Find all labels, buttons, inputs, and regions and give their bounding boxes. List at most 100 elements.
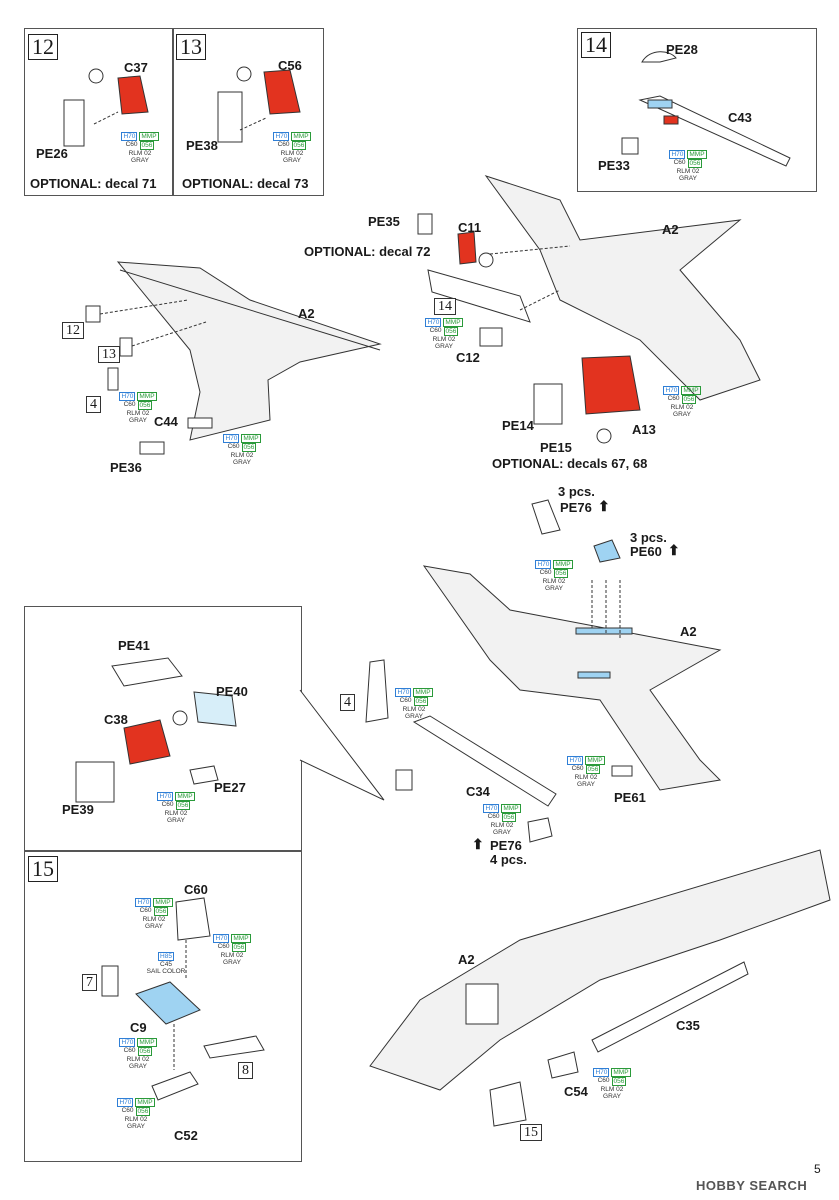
part-c43-rail [638,95,791,167]
step-12-optional: OPTIONAL: decal 71 [30,176,157,191]
part-a2-left [116,261,382,441]
ref-step-12: 12 [62,322,84,339]
ref-step-4: 4 [340,694,355,711]
label-pe76-bottom-count: 4 pcs. [490,852,527,867]
part-c38-red [123,719,171,765]
part-pe38-panel [217,91,243,143]
label-pe26: PE26 [36,146,68,161]
paint-callout-sail: H85 C45 SAIL COLOR [146,952,186,975]
label-c54: C54 [564,1084,588,1099]
label-pe33: PE33 [598,158,630,173]
label-a2-bottom: A2 [458,952,475,967]
part-pe41 [111,657,183,687]
step-14-frame [577,28,817,192]
step-13-frame [172,28,324,196]
ref-step-8: 8 [238,1062,253,1079]
label-c12: C12 [456,350,480,365]
part-a2-middle [422,565,722,791]
label-pe14: PE14 [502,418,534,433]
label-pe15: PE15 [540,440,572,455]
part-pe28 [641,51,677,63]
step-12-number: 12 [28,34,58,60]
part-pe40 [193,691,237,727]
part-c56-red [263,69,301,115]
step-13-number: 13 [176,34,206,60]
label-c44: C44 [154,414,178,429]
arrow-up-icon: ⬆ [668,542,680,558]
label-pe40: PE40 [216,684,248,699]
arrow-up-icon: ⬆ [472,836,484,852]
part-a13-red [581,355,641,415]
label-a2-middle: A2 [680,624,697,639]
label-c52: C52 [174,1128,198,1143]
label-c56: C56 [278,58,302,73]
label-c35: C35 [676,1018,700,1033]
part-pe33 [621,137,639,155]
step-15-number: 15 [28,856,58,882]
arrow-up-icon: ⬆ [598,498,610,514]
label-pe35: PE35 [368,214,400,229]
label-a13: A13 [632,422,656,437]
label-pe60-count: 3 pcs. [630,530,667,545]
label-c43: C43 [728,110,752,125]
part-a2-bottom [369,849,831,1091]
label-pe27: PE27 [214,780,246,795]
label-pe41: PE41 [118,638,150,653]
ref-step-13: 13 [98,346,120,363]
label-c34: C34 [466,784,490,799]
label-c9: C9 [130,1020,147,1035]
part-c35 [591,961,749,1053]
part-c34 [412,715,557,807]
page-number: 5 [814,1162,821,1176]
label-c11: C11 [458,220,482,235]
step-12-frame [24,28,174,196]
step-13-optional: OPTIONAL: decal 73 [182,176,309,191]
label-a2-upper-left: A2 [298,306,315,321]
step-14-number: 14 [581,32,611,58]
label-pe76-bottom: PE76 [490,838,522,853]
label-pe60: PE60 [630,544,662,559]
label-pe76-top-count: 3 pcs. [558,484,595,499]
optional-decals-67-68: OPTIONAL: decals 67, 68 [492,456,648,471]
label-pe76-top: PE76 [560,500,592,515]
label-pe39: PE39 [62,802,94,817]
part-c9-seat [135,981,201,1025]
label-pe38: PE38 [186,138,218,153]
label-c60: C60 [184,882,208,897]
part-pe60 [593,539,621,563]
label-c37: C37 [124,60,148,75]
label-pe28: PE28 [666,42,698,57]
label-a2-upper-right: A2 [662,222,679,237]
label-pe36: PE36 [110,460,142,475]
paint-pointer-icon [88,68,104,84]
part-pe76-top [531,499,561,535]
ref-step-4: 4 [86,396,101,413]
ref-step-15: 15 [520,1124,542,1141]
watermark: HOBBY SEARCH [696,1178,808,1193]
ref-step-7: 7 [82,974,97,991]
part-c60-seat-back [175,897,211,941]
ref-step-14: 14 [434,298,456,315]
step-15-frame [24,850,302,1162]
part-c37-red [117,75,149,115]
optional-decal-72: OPTIONAL: decal 72 [304,244,431,259]
part-c11-red [457,231,477,265]
label-c38: C38 [104,712,128,727]
